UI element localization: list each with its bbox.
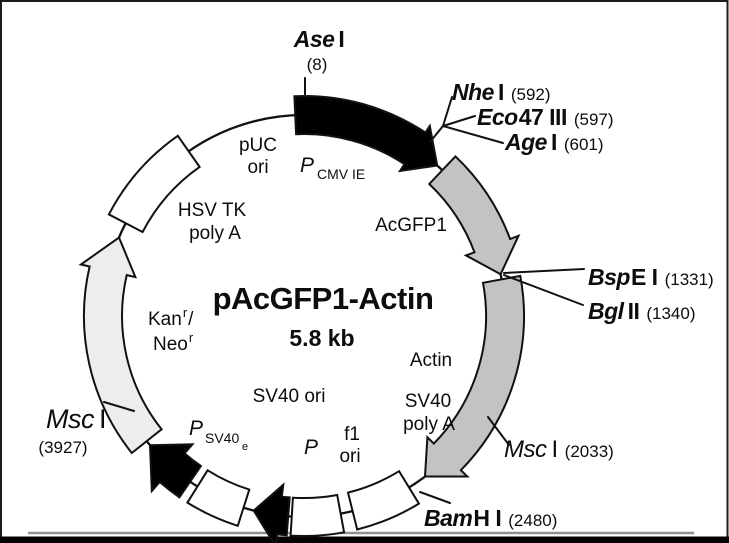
age1-leader-line (442, 125, 504, 144)
feature-labels: pUC ori P CMV IE HSV TK poly A AcGFP1 Ac… (148, 135, 455, 467)
psv40e-promoter-label-p: P (189, 417, 203, 440)
pcmv-ie-promoter-arrow (293, 94, 439, 173)
pcmv-promoter-label-sub: CMV IE (317, 166, 365, 182)
f1-ori-label-line2: ori (339, 446, 360, 467)
site-pos-msc3927: (3927) (38, 438, 87, 457)
nhe1-leader-line (442, 96, 453, 127)
hsv-tk-polya-box (107, 134, 201, 234)
kan-neo-arrow (78, 235, 164, 455)
puc-ori-label-line1: pUC (239, 135, 277, 156)
f1-ori-label-line1: f1 (344, 424, 360, 445)
psv40e-promoter-label-sub2: e (242, 441, 248, 453)
psv40e-promoter-label-sub: SV40 (205, 430, 239, 446)
plasmid-size: 5.8 kb (289, 325, 354, 351)
features-layer (78, 94, 525, 543)
bgl2-leader-line (503, 274, 584, 306)
actin-arrow (423, 274, 525, 478)
pcmv-promoter-label-p: P (300, 154, 314, 177)
msc2033-leader-line (487, 416, 510, 446)
eco47-leader-line (442, 115, 476, 127)
site-label-eco47: Eco47 III(597) (477, 104, 614, 130)
kan-label: Kanr/ (148, 305, 194, 330)
sv40-ori-label: SV40 ori (253, 386, 326, 407)
site-pos-ase1: (8) (307, 55, 328, 74)
sv40-polya-label-line2: poly A (403, 414, 455, 435)
sv40-ori-box (186, 468, 251, 528)
bspe1-leader-line (503, 268, 585, 274)
psv40e-promoter-arrow (148, 443, 203, 499)
puc-ori-label-line2: ori (247, 157, 268, 178)
acgfp1-arrow (427, 154, 521, 276)
sv40-polya-box (346, 469, 421, 531)
plasmid-name: pAcGFP1-Actin (213, 281, 434, 316)
sv40-polya-label-line1: SV40 (405, 391, 451, 412)
f1-p-promoter-arrow (252, 482, 291, 543)
hsvtk-polya-label-line2: poly A (189, 223, 241, 244)
mcs-tick-line (429, 125, 444, 143)
bottom-black-bar (0, 536, 729, 543)
bamh1-leader-line (419, 491, 451, 504)
site-label-bspe1: BspE I(1331) (588, 264, 714, 290)
acgfp1-label: AcGFP1 (375, 215, 447, 236)
f1-promoter-label-p: P (304, 436, 318, 459)
f1-ori-box (289, 493, 346, 537)
site-label-bamh1: BamH I(2480) (424, 505, 557, 531)
actin-label: Actin (410, 350, 452, 371)
hsvtk-polya-label-line1: HSV TK (178, 200, 247, 221)
msc3927-leader-line (103, 401, 135, 412)
leader-lines (103, 77, 585, 504)
neo-label: Neor (153, 330, 194, 355)
